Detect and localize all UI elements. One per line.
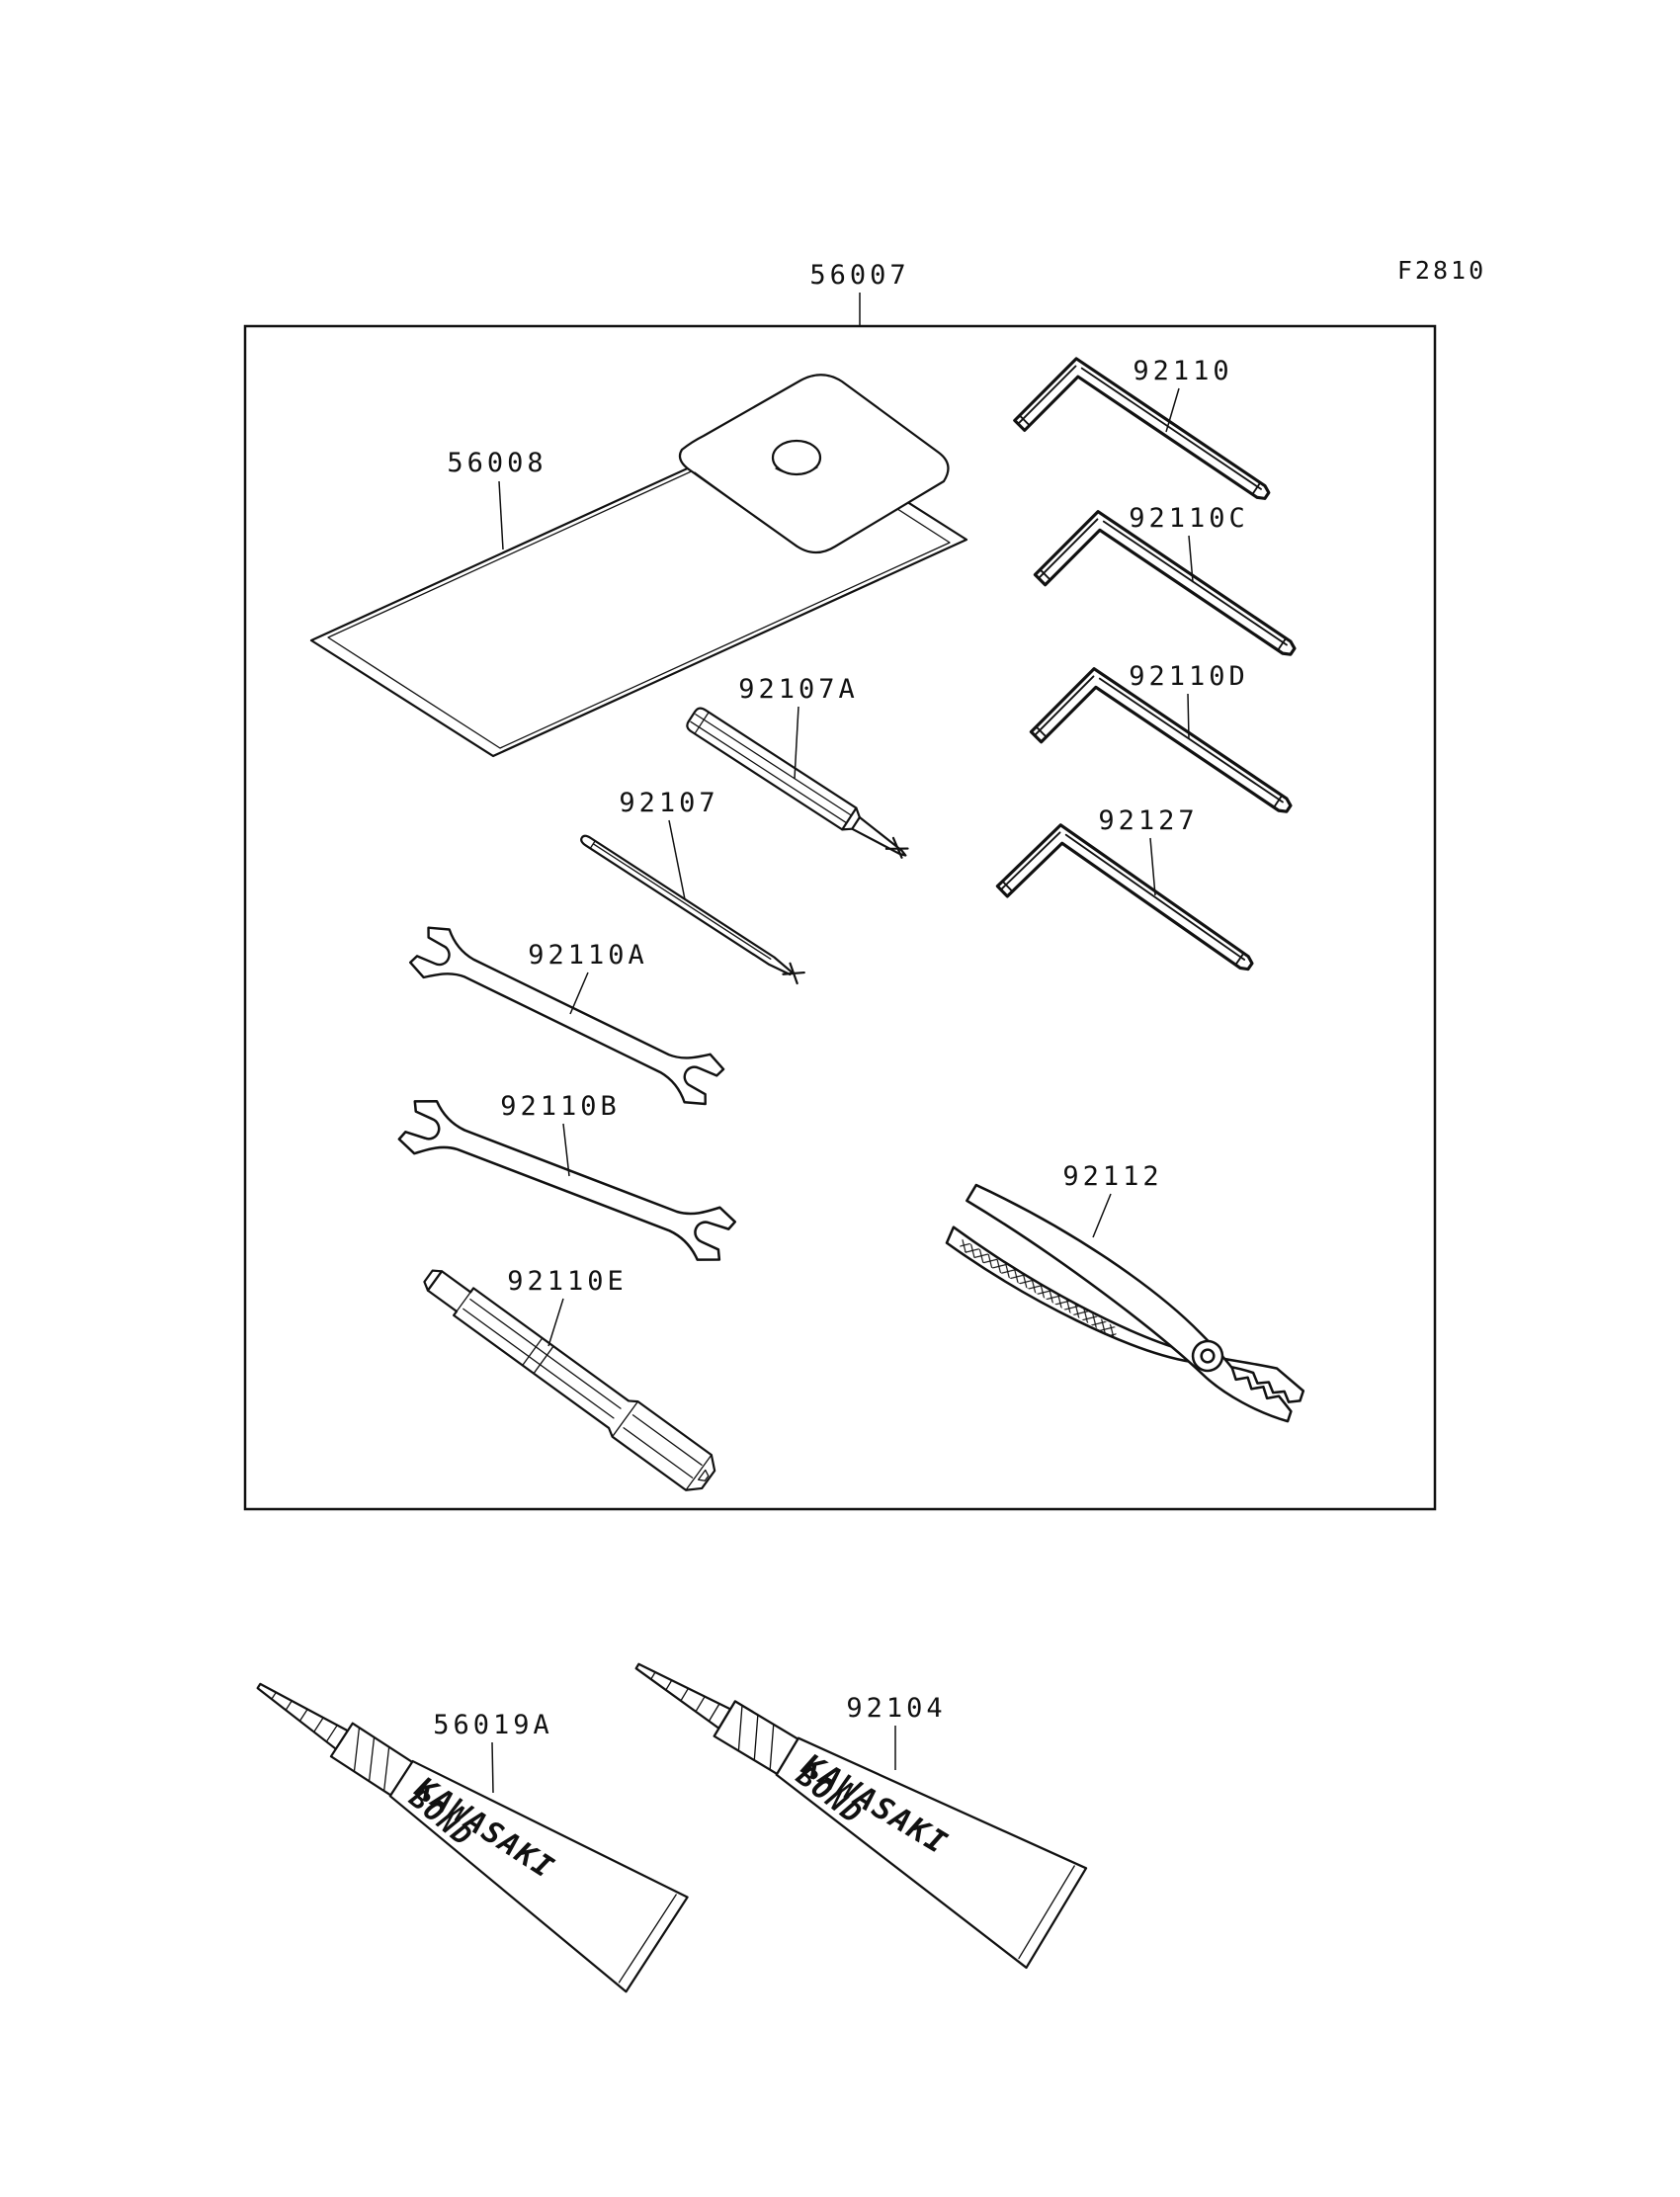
detail-line: [453, 1287, 713, 1491]
part-plug-wrench-92110E: [423, 1269, 716, 1491]
part-label-92127: 92127: [1098, 805, 1198, 836]
part-label-92112: 92112: [1062, 1161, 1162, 1192]
part-label-92110E: 92110E: [507, 1266, 628, 1297]
part-label-56019A: 56019A: [433, 1710, 553, 1740]
figure-code: F2810: [1397, 256, 1486, 285]
leader-92110B: [562, 1123, 570, 1177]
part-label-92110A: 92110A: [528, 940, 648, 971]
kit-boundary-box: [243, 324, 1437, 1511]
part-screwdriver-92107: [580, 834, 805, 985]
bit-tip: [851, 815, 907, 857]
part-label-92104: 92104: [846, 1693, 946, 1724]
part-label-92110C: 92110C: [1129, 503, 1249, 534]
plug-wrench-body: [426, 1270, 716, 1491]
part-label-92110: 92110: [1133, 356, 1232, 386]
leader-92110D: [1187, 693, 1190, 740]
socket-hex-face: [698, 1469, 710, 1481]
leader-92110: [1165, 387, 1180, 433]
leader-92110E: [547, 1298, 564, 1347]
leader-92107: [668, 819, 686, 900]
leader-92112: [1092, 1193, 1112, 1238]
part-label-kit-56007: 56007: [809, 260, 909, 291]
leader-56019A: [491, 1741, 494, 1794]
detail-line: [841, 806, 861, 831]
pliers-pivot-bolt: [1200, 1348, 1216, 1364]
part-bond-tube-56019A: [226, 1638, 689, 1993]
pouch-inner-outline: [327, 431, 951, 749]
leader-92127: [1149, 837, 1156, 896]
leader-56008: [498, 480, 504, 550]
part-pliers-92112: [945, 1183, 1305, 1423]
part-hex-wrench-92127: [994, 813, 1256, 1036]
pliers-grip-knurling: [959, 1238, 1119, 1339]
detail-line: [589, 840, 772, 960]
leader-92107A: [794, 706, 799, 780]
part-phillips-bit-92107A: [686, 707, 909, 859]
phillips-cross: [782, 962, 805, 985]
part-tool-bag-56008: [309, 374, 968, 758]
detail-line: [775, 466, 818, 475]
part-label-92107A: 92107A: [738, 674, 859, 705]
part-label-92107: 92107: [619, 788, 718, 818]
part-label-92110B: 92110B: [500, 1091, 621, 1122]
part-label-92110D: 92110D: [1129, 661, 1249, 692]
bit-body: [686, 707, 858, 831]
leader-92110A: [569, 972, 589, 1015]
leader-92110C: [1188, 535, 1194, 583]
pliers-upper-handle-lower-jaw: [966, 1183, 1293, 1423]
phillips-cross: [884, 836, 909, 859]
part-label-56008: 56008: [447, 448, 546, 478]
part-bond-tube-92104: [606, 1615, 1088, 1970]
detail-line: [694, 471, 798, 548]
detail-line: [690, 711, 853, 824]
